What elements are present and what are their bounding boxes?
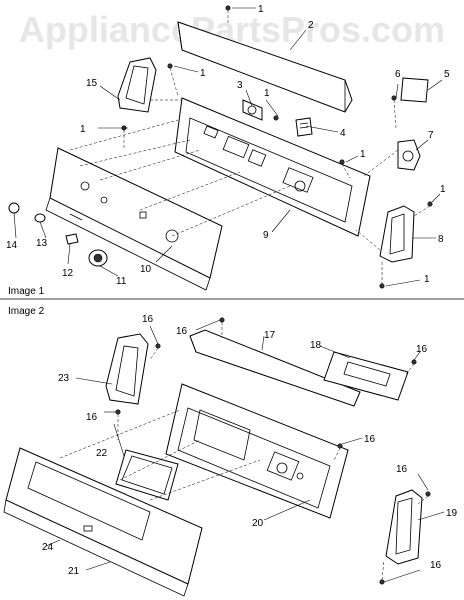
callout-15: 15: [86, 78, 98, 89]
callout-1: 1: [258, 4, 264, 15]
right-end-cap-part: [379, 205, 415, 263]
callout-16: 16: [396, 464, 408, 475]
plate-part-5: [400, 77, 429, 103]
callout-1: 1: [80, 124, 86, 135]
callout-9: 9: [263, 230, 269, 241]
callout-3: 3: [237, 80, 243, 91]
window-part-22: [115, 449, 179, 501]
knob-part-12: [65, 233, 79, 245]
callout-1: 1: [424, 274, 430, 285]
callout-16: 16: [142, 314, 154, 325]
callout-19: 19: [446, 508, 458, 519]
screws-image1: [121, 5, 433, 289]
callout-4: 4: [340, 128, 346, 139]
top-cover-part-17: [189, 329, 361, 407]
callout-23: 23: [58, 373, 70, 384]
rod-part: [69, 213, 83, 221]
leader-lines-image1: [13, 7, 443, 287]
callout-16: 16: [86, 412, 98, 423]
right-end-cap-part-19: [385, 489, 423, 565]
bracket-part-3: [242, 99, 263, 121]
callout-1: 1: [264, 88, 270, 99]
front-panel-part-21: [3, 447, 203, 597]
assembly-lines-image2: [59, 322, 429, 581]
callout-24: 24: [42, 542, 54, 553]
section-label-image2: Image 2: [8, 306, 45, 317]
callout-1: 1: [440, 184, 446, 195]
callout-13: 13: [36, 238, 48, 249]
callout-16: 16: [364, 434, 376, 445]
section-label-image1: Image 1: [8, 286, 45, 297]
knob-part-11: [88, 249, 108, 267]
callout-2: 2: [308, 20, 314, 31]
callout-16: 16: [430, 560, 442, 571]
callout-21: 21: [68, 566, 80, 577]
front-panel-part: [45, 147, 223, 291]
callout-1: 1: [200, 68, 206, 79]
callout-12: 12: [62, 268, 74, 279]
image1-diagram: 1 2 1 15 3 1 6 5 1 4 7 1 1 9 8 14 13 12 …: [6, 4, 450, 297]
callout-5: 5: [444, 69, 450, 80]
callout-1: 1: [360, 149, 366, 160]
leader-lines-image2: [45, 319, 445, 583]
timer-part-7: [397, 139, 421, 171]
callout-17: 17: [264, 330, 276, 341]
callout-11: 11: [116, 276, 127, 287]
left-end-cap-part: [117, 57, 157, 113]
callout-18: 18: [310, 340, 322, 351]
knob-part-13: [34, 213, 46, 223]
image2-diagram: Image 2: [3, 306, 458, 597]
callout-20: 20: [252, 518, 264, 529]
display-board-part-18: [323, 351, 409, 401]
callout-8: 8: [438, 234, 444, 245]
callout-22: 22: [96, 448, 108, 459]
control-console-part: [174, 97, 371, 237]
callout-10: 10: [140, 264, 152, 275]
top-cover-part: [177, 21, 353, 113]
knob-part-14: [8, 202, 20, 214]
switch-part-4: [295, 117, 313, 137]
callout-16: 16: [176, 326, 188, 337]
control-console-part-20: [165, 383, 349, 519]
assembly-lines-image1: [69, 10, 431, 284]
callout-7: 7: [428, 130, 434, 141]
callout-16: 16: [416, 344, 428, 355]
callout-6: 6: [395, 69, 401, 80]
left-end-cap-part-23: [105, 333, 149, 405]
callout-14: 14: [6, 240, 18, 251]
